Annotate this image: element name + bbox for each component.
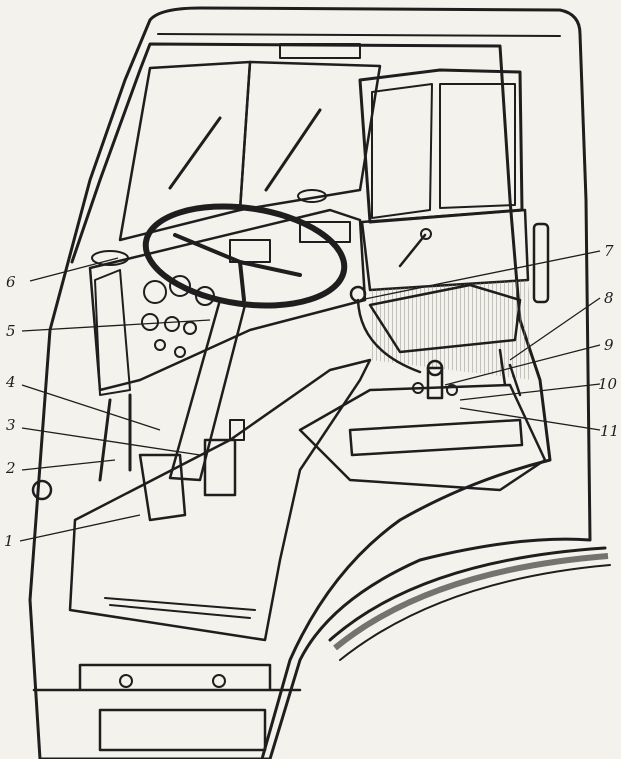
right-door <box>358 68 550 380</box>
cab-body <box>28 6 611 759</box>
callout-labels: 6 5 4 3 2 1 7 8 9 10 11 <box>4 242 619 550</box>
callout-6: 6 <box>6 273 16 291</box>
callout-8: 8 <box>604 289 614 307</box>
callout-3: 3 <box>6 416 16 434</box>
callout-1: 1 <box>4 532 14 550</box>
callout-2: 2 <box>5 459 16 477</box>
callout-4: 4 <box>5 373 16 391</box>
callout-5: 5 <box>6 322 16 340</box>
leader-lines <box>19 250 601 542</box>
instrument-gauges <box>141 275 215 358</box>
callout-10: 10 <box>598 375 618 393</box>
seat-and-gearshift <box>298 283 547 492</box>
floor <box>68 358 372 642</box>
pedals <box>31 393 245 501</box>
callout-7: 7 <box>604 242 614 260</box>
callout-11: 11 <box>600 422 619 440</box>
dashboard <box>88 208 367 396</box>
windshield <box>91 43 382 266</box>
callout-9: 9 <box>604 336 614 354</box>
steering-assembly <box>138 203 348 522</box>
